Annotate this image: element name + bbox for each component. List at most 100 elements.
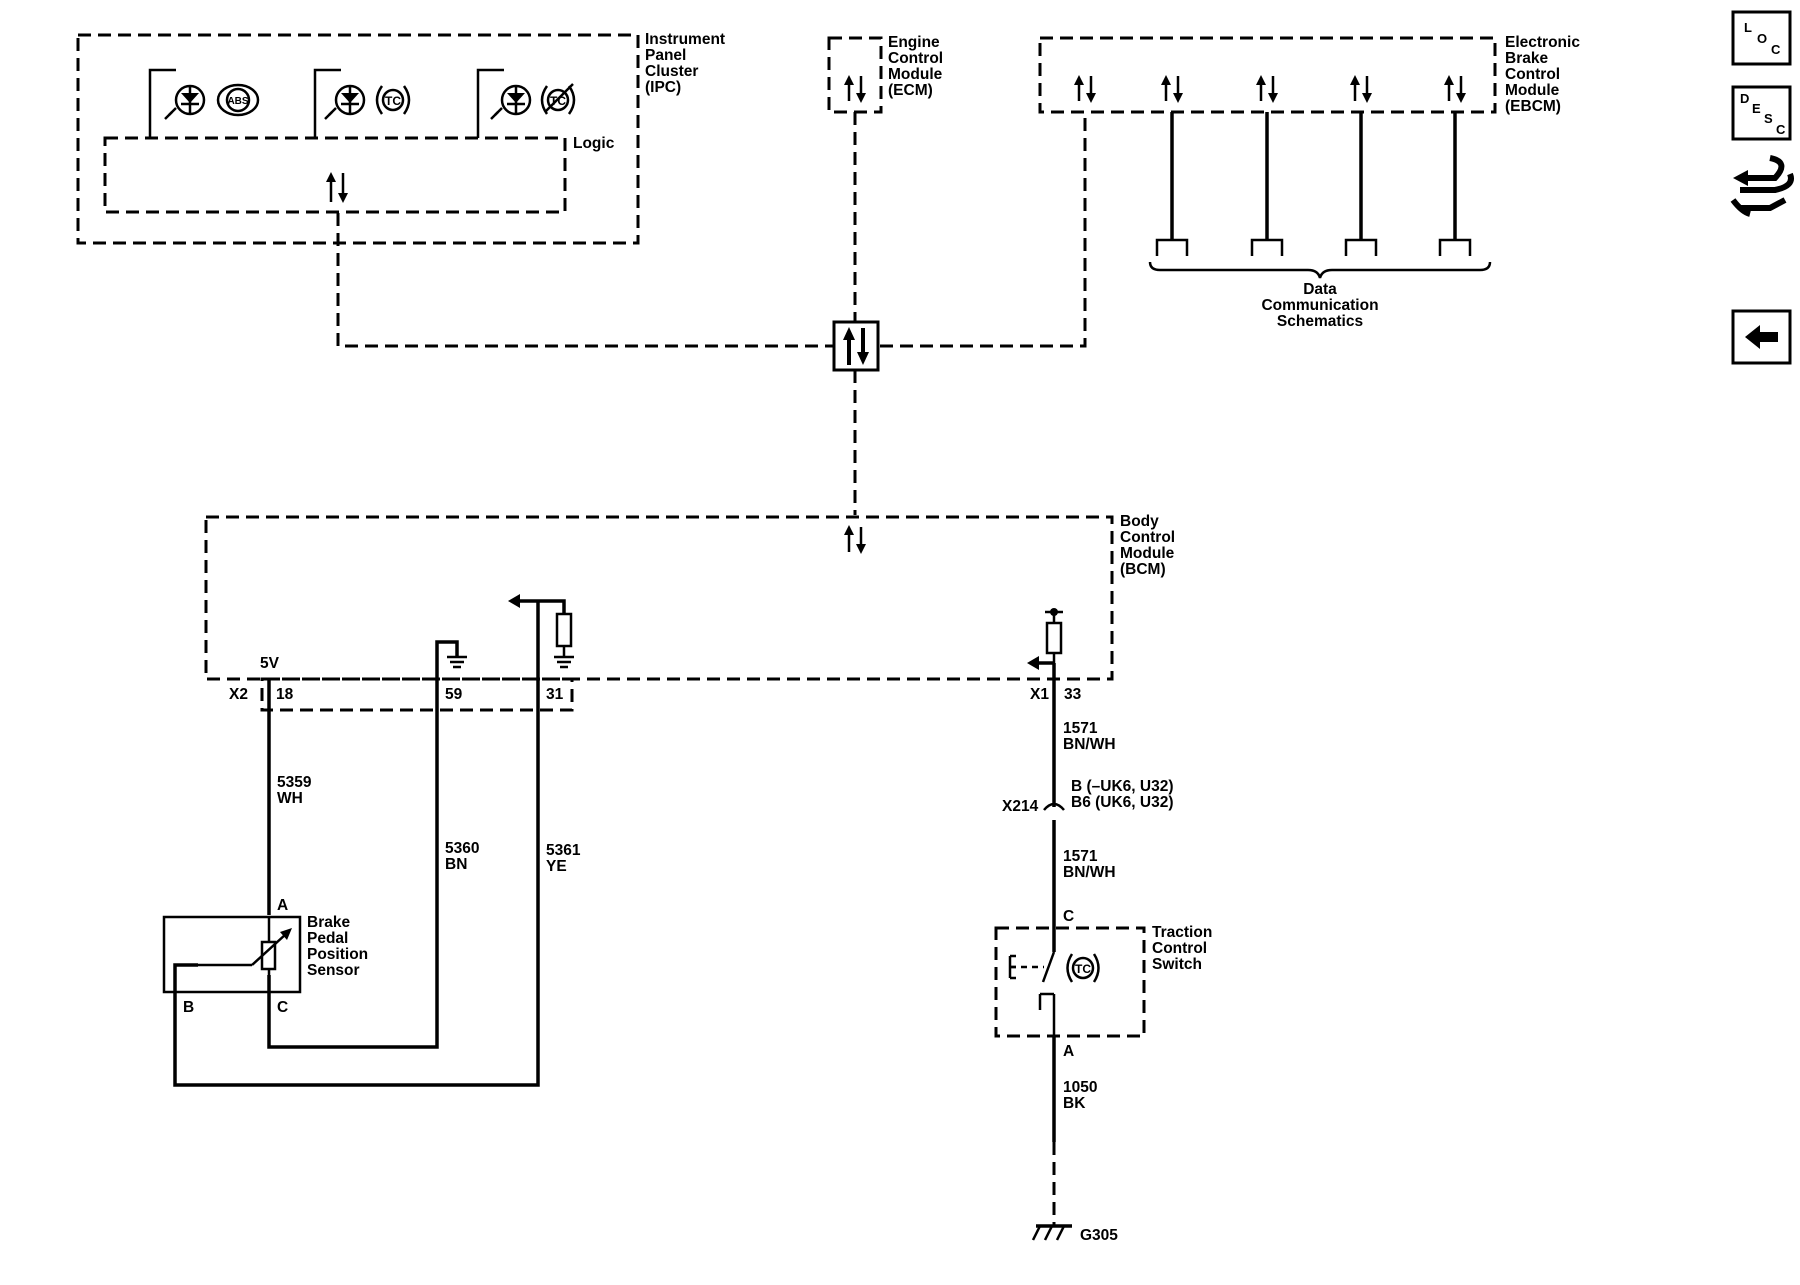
connector-end-view-icon[interactable] <box>1730 155 1794 217</box>
ebcm-data-link-1 <box>1155 75 1189 256</box>
svg-text:O: O <box>1757 31 1767 46</box>
bcm-5v-label: 5V <box>260 655 280 672</box>
wire-5360-color: BN <box>445 856 467 873</box>
sensor-pin-a: A <box>277 897 288 914</box>
bcm-data-arrow-icon <box>844 525 866 554</box>
location-button[interactable]: L O C <box>1731 10 1792 66</box>
wire-5360-num: 5360 <box>445 840 479 857</box>
sensor-label-4: Sensor <box>307 962 360 979</box>
ebcm-serial-arrows <box>1155 75 1472 256</box>
ipc-logic-outline <box>103 136 567 214</box>
wire-5359-color: WH <box>277 790 303 807</box>
pull-down-resistor <box>555 612 573 648</box>
ecm-label-4: (ECM) <box>888 82 933 99</box>
ipc-logic-label: Logic <box>573 135 615 152</box>
ipc-label-4: (IPC) <box>645 79 681 96</box>
wire-1571a-num: 1571 <box>1063 720 1098 737</box>
bcm-label-4: (BCM) <box>1120 561 1166 578</box>
bcm-outline <box>204 515 1114 681</box>
ebcm-module: Electronic Brake Control Module (EBCM) D… <box>1038 34 1580 330</box>
back-button[interactable] <box>1731 309 1792 365</box>
data-comm-label-1: Data <box>1303 281 1337 298</box>
ebcm-label-2: Brake <box>1505 50 1548 67</box>
ecm-data-arrow-icon <box>844 75 866 103</box>
bcm-pin-59: 59 <box>445 686 463 703</box>
ipc-outline <box>76 33 640 245</box>
bcm-label-1: Body <box>1120 513 1159 530</box>
traction-control-off-icon: TC <box>540 83 576 115</box>
bcm-x1-label: X1 <box>1030 686 1049 703</box>
wire-1571b-color: BN/WH <box>1063 864 1116 881</box>
wire-5359-num: 5359 <box>277 774 312 791</box>
ipc-module: Instrument Panel Cluster (IPC) Logic ABS <box>76 31 725 245</box>
switch-pin-a: A <box>1063 1043 1074 1060</box>
sensor-pin-c: C <box>277 999 288 1016</box>
svg-text:E: E <box>1752 101 1761 116</box>
bcm-pin-31: 31 <box>546 686 564 703</box>
traction-switch-tc-icon: TC <box>1066 953 1100 983</box>
sensor-pin-b: B <box>183 999 194 1016</box>
wire-5361-color: YE <box>546 858 567 875</box>
traction-control-icon: TC <box>375 85 411 115</box>
bcm-label-2: Control <box>1120 529 1175 546</box>
svg-text:C: C <box>1776 122 1786 137</box>
ipc-data-arrow-icon <box>326 172 348 203</box>
tc-off-indicator: TC <box>476 68 576 138</box>
x214-pin-line-1: B (–UK6, U32) <box>1071 778 1174 795</box>
sensor-label-2: Pedal <box>307 930 348 947</box>
wire-1571b-num: 1571 <box>1063 848 1098 865</box>
ebcm-label-5: (EBCM) <box>1505 98 1561 115</box>
bcm-x2-label: X2 <box>229 686 248 703</box>
svg-text:L: L <box>1744 20 1752 35</box>
svg-text:TC: TC <box>385 94 401 108</box>
bcm-label-3: Module <box>1120 545 1175 562</box>
traction-switch-contact <box>1008 951 1056 1036</box>
wire-5361-num: 5361 <box>546 842 581 859</box>
ebcm-data-link-2 <box>1250 75 1284 256</box>
x214-pin-line-2: B6 (UK6, U32) <box>1071 794 1174 811</box>
chassis-ground-icon <box>1031 1224 1072 1241</box>
traction-control-circuit: 1571 BN/WH X214 B (–UK6, U32) B6 (UK6, U… <box>994 663 1212 1244</box>
switch-pin-c: C <box>1063 908 1074 925</box>
svg-text:D: D <box>1740 91 1749 106</box>
ebcm-data-link-3 <box>1344 75 1378 256</box>
data-link-splice <box>832 320 880 372</box>
bcm-pin-31-input <box>508 594 574 669</box>
description-button[interactable]: D E S C <box>1731 85 1792 141</box>
wire-1050-color: BK <box>1063 1095 1086 1112</box>
ecm-label-2: Control <box>888 50 943 67</box>
ebcm-data-link-4 <box>1438 75 1472 256</box>
serial-data-bus <box>336 112 1087 515</box>
back-arrow-icon <box>1745 325 1778 349</box>
bcm-pin-33-input <box>1027 608 1063 670</box>
wire-1571a-color: BN/WH <box>1063 736 1116 753</box>
bcm-pin-33: 33 <box>1064 686 1082 703</box>
ipc-label-3: Cluster <box>645 63 698 80</box>
svg-text:S: S <box>1764 111 1773 126</box>
sensor-label-1: Brake <box>307 914 350 931</box>
bcm-x2-connector-outline <box>260 677 574 712</box>
ecm-module: Engine Control Module (ECM) <box>827 34 943 114</box>
sensor-label-3: Position <box>307 946 368 963</box>
ebcm-label-3: Control <box>1505 66 1560 83</box>
switch-label-1: Traction <box>1152 924 1212 941</box>
ebcm-label-4: Module <box>1505 82 1560 99</box>
ipc-label-1: Instrument <box>645 31 725 48</box>
ecm-label-1: Engine <box>888 34 940 51</box>
switch-label-3: Switch <box>1152 956 1202 973</box>
ecm-label-3: Module <box>888 66 943 83</box>
brake-pedal-position-circuit: 5359 WH 5360 BN 5361 YE A B C Brake Peda… <box>162 601 581 1087</box>
data-comm-brace <box>1148 261 1492 279</box>
abs-icon: ABS <box>216 83 260 117</box>
brake-pedal-sensor-body <box>162 915 302 994</box>
data-comm-label-2: Communication <box>1261 297 1378 314</box>
connector-x214-symbol <box>1043 802 1065 811</box>
bcm-module: Body Control Module (BCM) 5V X2 18 59 31… <box>204 513 1175 712</box>
ground-label: G305 <box>1080 1227 1118 1244</box>
svg-text:ABS: ABS <box>227 96 248 107</box>
ebcm-label-1: Electronic <box>1505 34 1580 51</box>
ebcm-data-arrow-icon <box>1074 75 1096 103</box>
tc-indicator: TC <box>313 68 411 138</box>
x214-label: X214 <box>1002 798 1039 815</box>
